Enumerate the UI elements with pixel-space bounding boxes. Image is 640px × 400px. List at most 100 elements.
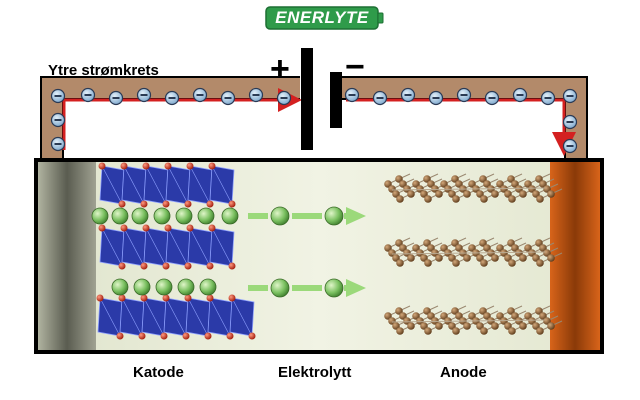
oxygen-atom xyxy=(140,200,148,208)
cathode-octahedron xyxy=(186,162,214,208)
carbon-atom xyxy=(480,259,488,267)
lithium-ion-icon xyxy=(133,278,151,296)
anode-current-collector xyxy=(550,162,600,350)
oxygen-atom xyxy=(118,200,126,208)
electron-icon xyxy=(50,136,66,152)
carbon-atom xyxy=(407,254,415,262)
electron-icon xyxy=(192,87,208,103)
graphite-layer xyxy=(384,173,563,203)
electron-icon xyxy=(512,87,528,103)
electron-icon xyxy=(108,90,124,106)
oxygen-atom xyxy=(206,262,214,270)
carbon-atom xyxy=(396,327,404,335)
lithium-ion-icon xyxy=(91,207,109,225)
ion-flow-arrow-icon xyxy=(248,278,366,298)
carbon-atom xyxy=(452,327,460,335)
oxygen-atom xyxy=(96,294,104,302)
electron-icon xyxy=(80,87,96,103)
oxygen-atom xyxy=(204,332,212,340)
cathode-label: Katode xyxy=(133,364,184,381)
oxygen-atom xyxy=(182,332,190,340)
electron-group xyxy=(50,87,578,154)
oxygen-atom xyxy=(206,200,214,208)
carbon-atom xyxy=(508,259,516,267)
oxygen-atom xyxy=(228,262,236,270)
cathode-octahedron xyxy=(184,294,212,340)
carbon-atom xyxy=(424,259,432,267)
carbon-atom xyxy=(547,322,555,330)
lithium-ion-icon xyxy=(324,206,344,226)
lithium-ion-icon xyxy=(155,278,173,296)
lithium-ion-icon xyxy=(270,206,290,226)
electron-icon xyxy=(562,114,578,130)
lithium-ion-icon xyxy=(324,278,344,298)
carbon-atom xyxy=(491,322,499,330)
electron-icon xyxy=(428,90,444,106)
oxygen-atom xyxy=(142,162,150,170)
electron-icon xyxy=(562,138,578,154)
oxygen-atom xyxy=(186,224,194,232)
ion-flow-arrow-icon xyxy=(248,206,366,226)
carbon-atom xyxy=(491,254,499,262)
carbon-atom xyxy=(536,259,544,267)
oxygen-atom xyxy=(208,224,216,232)
current-arrow-left xyxy=(62,88,302,150)
cathode-octahedron xyxy=(142,162,170,208)
brand-logo-text: ENERLYTE xyxy=(275,8,369,27)
carbon-atom xyxy=(536,195,544,203)
carbon-atom xyxy=(407,190,415,198)
cathode-octahedron xyxy=(96,294,124,340)
oxygen-atom xyxy=(228,200,236,208)
battery-symbol-icon xyxy=(301,48,342,150)
carbon-atom xyxy=(463,190,471,198)
cathode-octahedron xyxy=(164,162,192,208)
oxygen-atom xyxy=(118,294,126,302)
electron-icon xyxy=(456,87,472,103)
cathode-octahedron xyxy=(162,294,190,340)
oxygen-atom xyxy=(184,262,192,270)
oxygen-atom xyxy=(160,332,168,340)
carbon-atom xyxy=(463,322,471,330)
lithium-ion-icon xyxy=(131,207,149,225)
oxygen-atom xyxy=(140,262,148,270)
cathode-octahedron xyxy=(228,294,256,340)
oxygen-atom xyxy=(98,224,106,232)
oxygen-atom xyxy=(98,162,106,170)
anode-structure xyxy=(384,173,563,335)
cathode-octahedron xyxy=(120,162,148,208)
electron-icon xyxy=(344,87,360,103)
lithium-ion-icon xyxy=(153,207,171,225)
oxygen-atom xyxy=(120,162,128,170)
carbon-atom xyxy=(508,327,516,335)
electron-icon xyxy=(484,90,500,106)
minus-terminal-sign: − xyxy=(345,48,365,86)
carbon-atom xyxy=(396,259,404,267)
lithium-ion-icon xyxy=(177,278,195,296)
electron-icon xyxy=(248,87,264,103)
oxygen-atom xyxy=(208,162,216,170)
cathode-octahedron xyxy=(142,224,170,270)
lithium-ion-icon xyxy=(111,278,129,296)
electron-icon xyxy=(50,112,66,128)
carbon-atom xyxy=(491,190,499,198)
carbon-atom xyxy=(519,190,527,198)
cathode-octahedron xyxy=(98,224,126,270)
carbon-atom xyxy=(480,195,488,203)
lithium-ion-icon xyxy=(221,207,239,225)
electrolyte-label: Elektrolytt xyxy=(278,364,352,381)
oxygen-atom xyxy=(162,262,170,270)
cathode-octahedron xyxy=(208,224,236,270)
carbon-atom xyxy=(396,195,404,203)
lithium-ion-icon xyxy=(111,207,129,225)
oxygen-atom xyxy=(226,332,234,340)
current-flow-arrows xyxy=(62,88,576,156)
electron-icon xyxy=(372,90,388,106)
carbon-atom xyxy=(435,190,443,198)
cathode-octahedron xyxy=(208,162,236,208)
outer-circuit-label: Ytre strømkrets xyxy=(48,62,159,79)
electron-icon xyxy=(276,90,292,106)
carbon-atom xyxy=(547,254,555,262)
graphite-layer xyxy=(384,305,563,335)
carbon-atom xyxy=(536,327,544,335)
